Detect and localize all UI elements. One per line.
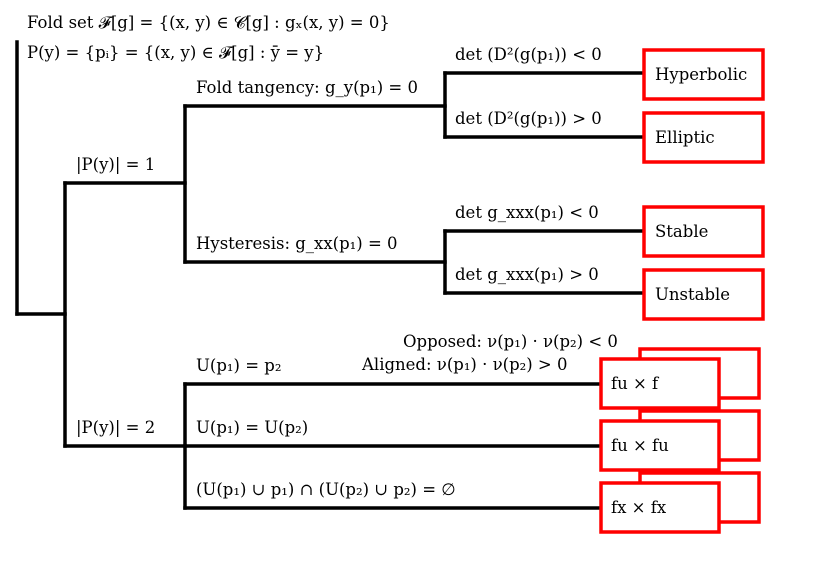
leaf-fu-f-box — [599, 357, 721, 410]
preimage-definition: P(y) = {pᵢ} = {(x, y) ∈ 𝓕[g] : ȳ = y} — [27, 43, 324, 62]
case-two-label: U(p₁) = U(p₂) — [196, 418, 308, 437]
leaf-elliptic: Elliptic — [655, 128, 715, 147]
case-three-label: (U(p₁) ∪ p₁) ∩ (U(p₂) ∪ p₂) = ∅ — [196, 480, 456, 499]
leaf-fu-fu: fu × fu — [611, 436, 669, 455]
leaf-unstable: Unstable — [655, 285, 730, 304]
leaf-unstable-box — [642, 268, 765, 321]
fold-set-definition: Fold set 𝓕[g] = {(x, y) ∈ 𝓒[g] : gₓ(x, y… — [27, 13, 390, 32]
branch-one-label: |P(y)| = 1 — [76, 155, 155, 174]
aligned-label: Aligned: ν(p₁) · ν(p₂) > 0 — [361, 355, 568, 374]
leaf-fu-f: fu × f — [611, 374, 660, 393]
leaf-hyperbolic-box — [642, 48, 765, 101]
leaf-stable: Stable — [655, 222, 708, 241]
hysteresis-det-positive: det g_xxx(p₁) > 0 — [455, 265, 599, 284]
leaf-fu-fu-box — [599, 419, 721, 472]
fold-tangency-label: Fold tangency: g_y(p₁) = 0 — [196, 78, 418, 97]
opposed-label: Opposed: ν(p₁) · ν(p₂) < 0 — [403, 332, 618, 351]
leaf-hyperbolic: Hyperbolic — [655, 65, 747, 84]
hysteresis-label: Hysteresis: g_xx(p₁) = 0 — [196, 234, 398, 253]
leaf-stable-box — [642, 205, 765, 258]
leaf-fx-fx-box — [599, 481, 721, 534]
leaf-elliptic-box — [642, 111, 765, 164]
hysteresis-det-negative: det g_xxx(p₁) < 0 — [455, 203, 599, 222]
fold-det-negative: det (D²(g(p₁)) < 0 — [455, 45, 602, 64]
leaf-fx-fx: fx × fx — [611, 498, 667, 517]
fold-det-positive: det (D²(g(p₁)) > 0 — [455, 109, 602, 128]
case-one-label: U(p₁) = p₂ — [196, 356, 281, 375]
branch-two-label: |P(y)| = 2 — [76, 418, 155, 437]
